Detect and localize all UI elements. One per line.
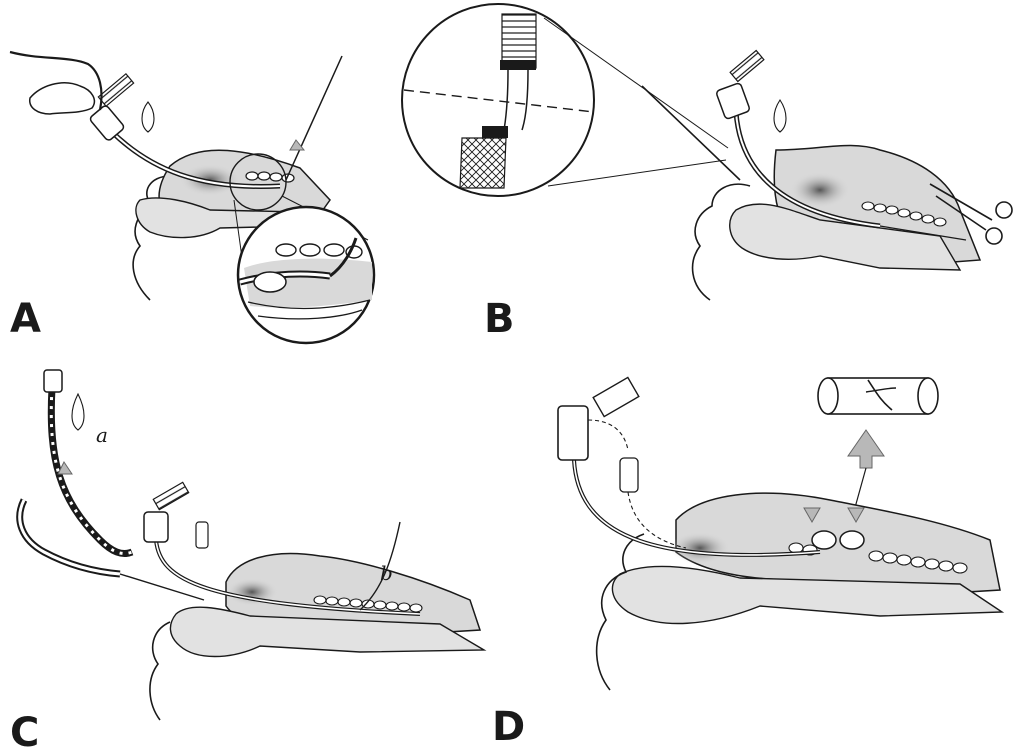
panel-b-letter: B bbox=[484, 296, 515, 342]
panel-d-balloon-left bbox=[812, 531, 836, 549]
panel-a-magnified-inset bbox=[238, 207, 374, 343]
panel-d-pilot-balloon bbox=[620, 458, 638, 492]
panel-a-letter: A bbox=[10, 296, 41, 342]
panel-d-cylinder bbox=[818, 378, 938, 414]
panel-d-balloon-right bbox=[840, 531, 864, 549]
panel-d-tube-connector bbox=[558, 406, 588, 460]
panel-a: A bbox=[10, 52, 374, 343]
panel-c-face-outline bbox=[150, 622, 170, 720]
panel-c-label-b: b bbox=[380, 561, 393, 585]
panel-a-syringe bbox=[98, 74, 133, 106]
panel-b-pilot-balloon bbox=[774, 100, 786, 132]
panel-d: D bbox=[492, 377, 1002, 750]
panel-a-needle bbox=[286, 56, 342, 180]
panel-c-label-a: a bbox=[96, 423, 108, 447]
panel-b: B bbox=[402, 4, 1012, 342]
panel-d-letter: D bbox=[492, 704, 525, 750]
panel-a-hand bbox=[30, 83, 95, 114]
panel-d-up-arrow bbox=[848, 430, 884, 468]
panel-c: a b C bbox=[10, 370, 484, 754]
panel-c-letter: C bbox=[10, 710, 39, 754]
panel-a-pilot-balloon bbox=[142, 102, 154, 132]
